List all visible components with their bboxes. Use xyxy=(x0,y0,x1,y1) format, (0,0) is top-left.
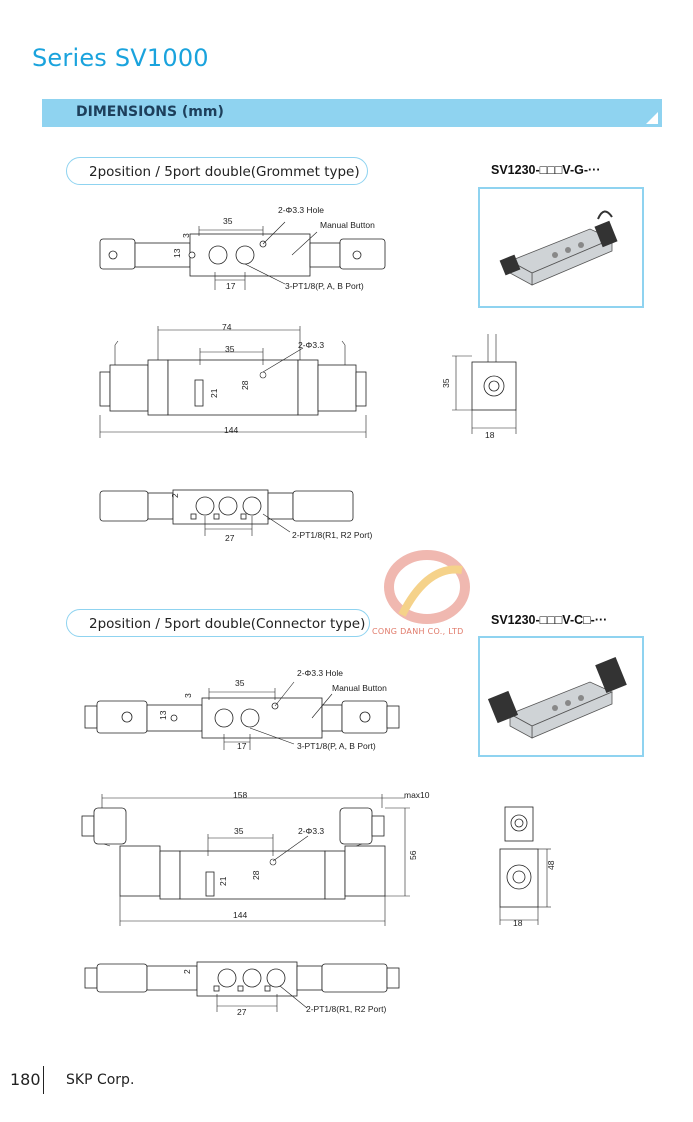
grommet-top-hole-label: 2-Φ3.3 Hole xyxy=(278,205,324,215)
connector-top-dim-3: 3 xyxy=(183,693,193,698)
connector-front-dim-35: 35 xyxy=(234,826,244,836)
grommet-model-code: SV1230-□□□V-G-··· xyxy=(491,163,601,177)
grommet-side-view-drawing xyxy=(452,334,517,434)
connector-product-photo xyxy=(478,636,644,757)
cong-danh-logo-icon xyxy=(384,550,470,624)
grommet-bottom-port-label: 2-PT1/8(R1, R2 Port) xyxy=(292,530,373,540)
connector-top-hole-label: 2-Φ3.3 Hole xyxy=(297,668,343,678)
connector-bottom-port-label: 2-PT1/8(R1, R2 Port) xyxy=(306,1004,387,1014)
grommet-front-view-drawing xyxy=(99,326,367,438)
grommet-top-manual-label: Manual Button xyxy=(320,220,375,230)
connector-front-dim-56: 56 xyxy=(408,850,418,860)
connector-side-dim-48: 48 xyxy=(546,860,556,870)
dimensions-bar: DIMENSIONS (mm) xyxy=(42,99,662,127)
grommet-bottom-view-drawing xyxy=(99,489,354,536)
grommet-top-dim-35: 35 xyxy=(223,216,233,226)
connector-top-dim-13: 13 xyxy=(158,710,168,720)
grommet-bottom-dim-27: 27 xyxy=(225,533,235,543)
grommet-side-dim-35: 35 xyxy=(441,378,451,388)
connector-top-manual-label: Manual Button xyxy=(332,683,387,693)
connector-top-view-drawing xyxy=(84,681,400,750)
connector-top-dim-35: 35 xyxy=(235,678,245,688)
connector-front-dim-21: 21 xyxy=(218,876,228,886)
grommet-product-photo xyxy=(478,187,644,308)
grommet-front-dim-21: 21 xyxy=(209,388,219,398)
connector-side-dim-18: 18 xyxy=(513,918,523,928)
page-number: 180 xyxy=(10,1070,41,1089)
grommet-side-dim-18: 18 xyxy=(485,430,495,440)
connector-front-dim-144: 144 xyxy=(233,910,248,920)
connector-front-view-drawing xyxy=(81,794,410,926)
connector-front-hole-label: 2-Φ3.3 xyxy=(298,826,325,836)
connector-section-heading: 2position / 5port double(Connector type) xyxy=(66,609,370,637)
connector-front-max10: max10 xyxy=(404,790,430,800)
dimensions-heading: DIMENSIONS (mm) xyxy=(76,104,224,120)
grommet-bottom-dim-2: 2 xyxy=(170,493,180,498)
connector-side-view-drawing xyxy=(499,806,551,925)
grommet-valve-illustration xyxy=(499,210,618,286)
connector-front-dim-158: 158 xyxy=(233,790,248,800)
grommet-front-dim-35: 35 xyxy=(225,344,235,354)
grommet-top-view-drawing xyxy=(99,221,386,290)
grommet-front-dim-28: 28 xyxy=(240,380,250,390)
connector-bottom-dim-27: 27 xyxy=(237,1007,247,1017)
grommet-top-port-label: 3-PT1/8(P, A, B Port) xyxy=(285,281,364,291)
company-name: SKP Corp. xyxy=(66,1072,135,1088)
grommet-front-hole-label: 2-Φ3.3 xyxy=(298,340,325,350)
connector-bottom-dim-2: 2 xyxy=(182,969,192,974)
footer-divider xyxy=(43,1066,44,1094)
grommet-top-dim-13: 13 xyxy=(172,248,182,258)
connector-valve-illustration xyxy=(487,656,627,739)
grommet-section-heading: 2position / 5port double(Grommet type) xyxy=(66,157,368,185)
corner-triangle-icon xyxy=(646,112,658,124)
connector-top-dim-17: 17 xyxy=(237,741,247,751)
grommet-front-dim-74: 74 xyxy=(222,322,232,332)
grommet-front-dim-144: 144 xyxy=(224,425,239,435)
connector-top-port-label: 3-PT1/8(P, A, B Port) xyxy=(297,741,376,751)
connector-bottom-view-drawing xyxy=(84,961,400,1012)
connector-model-code: SV1230-□□□V-C□-··· xyxy=(491,613,608,627)
grommet-top-dim-17: 17 xyxy=(226,281,236,291)
watermark-text: CONG DANH CO., LTD xyxy=(372,627,464,636)
connector-front-dim-28: 28 xyxy=(251,870,261,880)
grommet-top-dim-3: 3 xyxy=(181,233,191,238)
series-title: Series SV1000 xyxy=(32,44,209,72)
